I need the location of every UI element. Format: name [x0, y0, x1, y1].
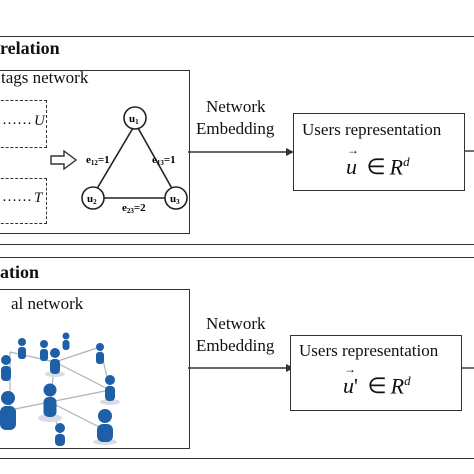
user-matrix-box — [0, 100, 47, 148]
person-icon — [18, 338, 26, 359]
edge-13-label: e13=1 — [152, 154, 176, 167]
person-icon — [105, 375, 115, 401]
user-graph: u1 u2 u3 e12=1 e13=1 e23=2 — [81, 106, 188, 215]
person-icon — [1, 355, 11, 381]
social-network-label: al network — [11, 294, 84, 313]
users-representation-box-2: Users representation → u ' ∈Rd — [290, 335, 462, 411]
node-u3 — [164, 186, 188, 210]
person-icon — [96, 343, 104, 364]
rep-title-2: Users representation — [299, 341, 439, 360]
section1-bottom-line — [0, 244, 474, 245]
person-icon — [40, 340, 48, 361]
person-icon — [97, 409, 113, 442]
node-u1 — [123, 106, 147, 130]
embedding-label-1b: Embedding — [196, 119, 275, 138]
rep-title-1: Users representation — [302, 120, 442, 139]
embedding-label-2b: Embedding — [196, 336, 275, 355]
user-label-u: U — [34, 113, 45, 129]
section2-title: ation — [0, 262, 40, 282]
edge-12-label: e12=1 — [86, 154, 110, 167]
rep-formula-2: → u ' ∈Rd — [343, 362, 411, 399]
person-icon — [55, 423, 65, 446]
node-u1-label: u1 — [129, 113, 139, 126]
rep-out-line-1 — [465, 150, 474, 152]
tags-network-label: tags network — [1, 68, 89, 87]
node-u2 — [81, 186, 105, 210]
embedding-arrow-1 — [188, 148, 294, 156]
node-u2-label: u2 — [87, 193, 97, 206]
section2-bottom-line — [0, 458, 474, 459]
user-dots: …… — [2, 112, 32, 128]
tag-matrix-box — [0, 178, 47, 224]
rep-vec-arrow-1: → — [347, 143, 359, 158]
social-network-illustration — [0, 332, 120, 446]
person-icon — [43, 383, 57, 417]
edge-13 — [137, 127, 175, 193]
transform-arrow — [50, 150, 78, 170]
embedding-arrow-2 — [188, 364, 294, 372]
section2-top-line — [0, 257, 474, 258]
rep-formula-1: → u ∈Rd — [346, 143, 410, 180]
section1-title: relation — [0, 38, 60, 58]
social-network-panel: al network — [0, 289, 190, 449]
person-icon — [0, 391, 16, 430]
rep-vec-arrow-2: → — [344, 362, 356, 377]
rep-out-line-2 — [462, 367, 474, 369]
tag-label-t: T — [34, 190, 43, 206]
tag-dots: …… — [2, 189, 32, 205]
section1-top-line — [0, 36, 474, 37]
edge-23-label: e23=2 — [122, 202, 146, 215]
person-icon — [50, 348, 60, 374]
embedding-label-1a: Network — [206, 97, 266, 116]
node-u3-label: u3 — [170, 193, 180, 206]
users-representation-box-1: Users representation → u ∈Rd — [293, 113, 465, 191]
edge-12 — [94, 127, 134, 193]
embedding-label-2a: Network — [206, 314, 266, 333]
person-icon — [62, 332, 70, 350]
